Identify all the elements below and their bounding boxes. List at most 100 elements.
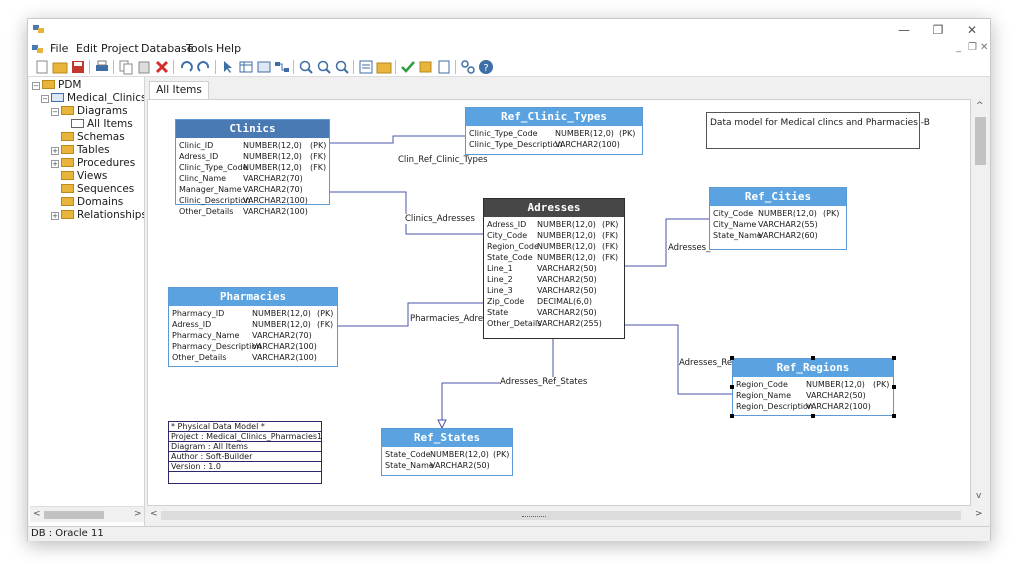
collapse-icon[interactable]: − <box>51 108 59 116</box>
menu-database[interactable]: Database <box>141 42 194 55</box>
tree-schemas[interactable]: Schemas <box>61 131 125 144</box>
link-icon[interactable] <box>460 59 476 75</box>
scroll-thumb[interactable] <box>975 117 986 165</box>
scroll-down-icon[interactable]: v <box>976 491 982 501</box>
tree-horizontal-scrollbar[interactable]: < > <box>30 506 144 522</box>
tree-diagrams[interactable]: −Diagrams <box>51 105 128 118</box>
open-folder-icon[interactable] <box>52 59 68 75</box>
print-icon[interactable] <box>94 59 110 75</box>
scroll-thumb[interactable] <box>44 511 104 519</box>
collapse-icon[interactable]: − <box>41 95 49 103</box>
scroll-right-icon[interactable]: > <box>134 509 142 519</box>
close-icon[interactable]: ✕ <box>966 23 978 37</box>
delete-icon[interactable] <box>154 59 170 75</box>
relationship-icon[interactable] <box>274 59 290 75</box>
properties-icon[interactable] <box>358 59 374 75</box>
help-icon[interactable]: ? <box>478 59 494 75</box>
check-icon[interactable] <box>400 59 416 75</box>
mdi-minimize-icon[interactable]: _ <box>956 42 961 53</box>
tree-root[interactable]: −PDM <box>32 79 81 92</box>
horizontal-scrollbar[interactable]: < > <box>147 506 990 526</box>
vertical-scrollbar[interactable]: ^ v <box>971 99 990 506</box>
paste-icon[interactable] <box>136 59 152 75</box>
scroll-thumb[interactable] <box>161 511 961 520</box>
mdi-restore-icon[interactable]: ❐ <box>968 42 977 53</box>
zoom-out-icon[interactable] <box>316 59 332 75</box>
menu-tools[interactable]: Tools <box>186 42 214 55</box>
diagram-canvas[interactable]: Clin_Ref_Clinic_Types Clinics_Adresses P… <box>147 99 971 506</box>
minimize-icon[interactable]: — <box>898 23 910 37</box>
selection-handle[interactable] <box>892 356 896 360</box>
menu-help[interactable]: Help <box>216 42 242 55</box>
scroll-right-icon[interactable]: > <box>975 509 983 519</box>
collapse-icon[interactable]: − <box>32 82 40 90</box>
pointer-icon[interactable] <box>220 59 236 75</box>
redo-icon[interactable] <box>196 59 212 75</box>
tree-domains[interactable]: Domains <box>61 196 123 209</box>
scroll-left-icon[interactable]: < <box>150 509 158 519</box>
selection-handle[interactable] <box>811 356 815 360</box>
selection-handle[interactable] <box>730 414 734 418</box>
menu-edit[interactable]: Edit <box>76 42 98 55</box>
view-icon[interactable] <box>256 59 272 75</box>
resize-grip-icon[interactable] <box>522 516 546 519</box>
diagram-note[interactable]: Data model for Medical clincs and Pharma… <box>706 112 930 149</box>
copy-icon[interactable] <box>118 59 134 75</box>
tree-relationships[interactable]: +Relationships <box>51 209 144 222</box>
mdi-close-icon[interactable]: ✕ <box>980 42 989 53</box>
selection-handle[interactable] <box>811 414 815 418</box>
tree-tables[interactable]: +Tables <box>51 144 110 157</box>
undo-icon[interactable] <box>178 59 194 75</box>
selection-handle[interactable] <box>892 414 896 418</box>
selection-handle[interactable] <box>730 385 734 389</box>
tree-sequences[interactable]: Sequences <box>61 183 134 196</box>
tree-all-items[interactable]: All Items <box>71 118 133 131</box>
expand-icon[interactable]: + <box>51 212 59 220</box>
scroll-left-icon[interactable]: < <box>33 509 41 519</box>
scroll-up-icon[interactable]: ^ <box>976 101 984 111</box>
table-icon[interactable] <box>238 59 254 75</box>
expand-icon[interactable]: + <box>51 160 59 168</box>
expand-icon[interactable]: + <box>51 147 59 155</box>
tree-views[interactable]: Views <box>61 170 107 183</box>
tree-procedures[interactable]: +Procedures <box>51 157 135 170</box>
report-icon[interactable] <box>436 59 452 75</box>
selection-handle[interactable] <box>892 385 896 389</box>
restore-icon[interactable]: ❐ <box>932 23 944 37</box>
tree-project[interactable]: −Medical_Clinics_I <box>41 92 144 105</box>
model-info-box[interactable]: * Physical Data Model * Project : Medica… <box>168 421 322 484</box>
